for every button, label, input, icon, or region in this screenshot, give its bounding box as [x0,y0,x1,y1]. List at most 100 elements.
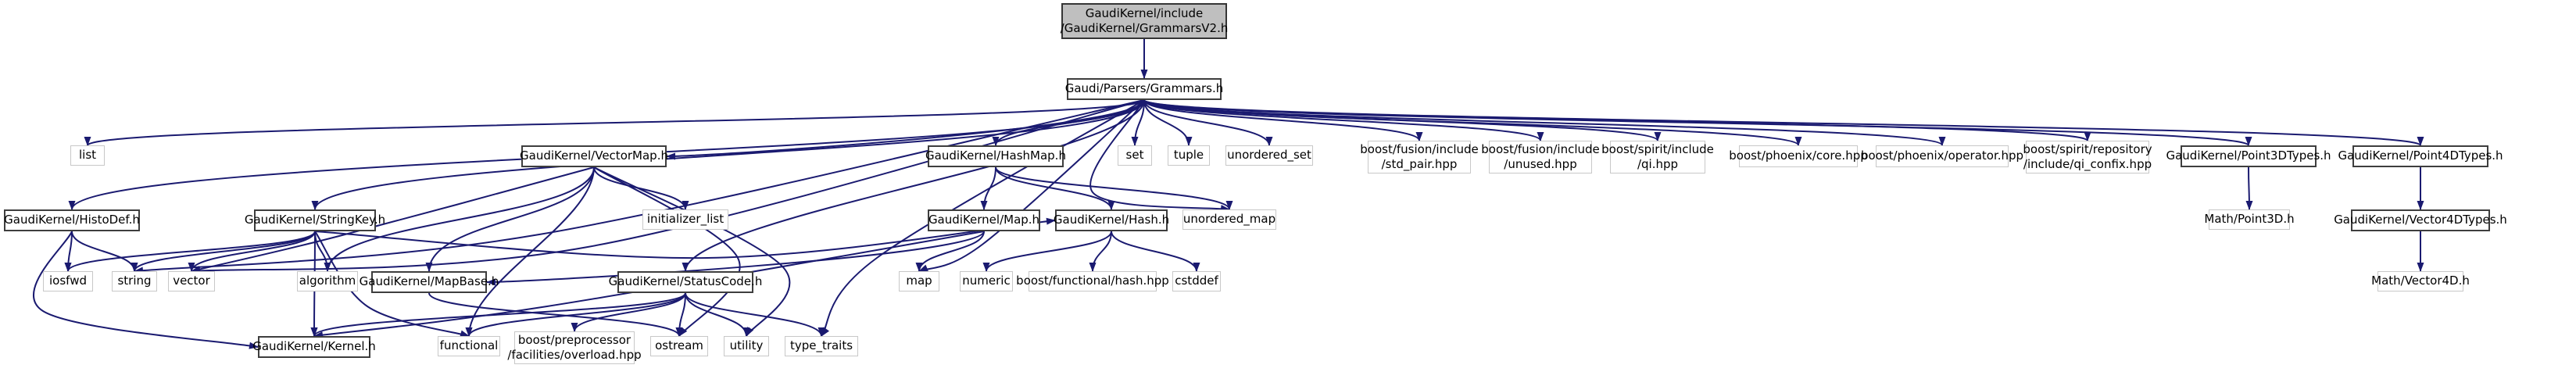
edge-grammars-to-string [134,99,1145,274]
edge-hash_h-to-hashhpp [1089,231,1112,272]
graph-node-label: GaudiKernel/MapBase.h [359,274,499,289]
graph-node-label: boost/phoenix/operator.hpp [1860,148,2024,163]
graph-node-label: map [906,274,932,288]
edge-grammars-to-tuple [1143,99,1193,146]
graph-node-uset: unordered_set [1225,145,1313,166]
edge-grammars-to-stdpair [1143,99,1423,141]
edge-grammars-to-uset [1143,99,1273,146]
graph-node-label: tuple [1173,148,1204,163]
edge-hashmap-to-umap [995,166,1233,210]
edge-vectormap-to-ostream [593,166,741,337]
graph-node-label: boost/spirit/repository /include/qi_conf… [2023,141,2152,171]
graph-node-label: list [78,148,97,163]
graph-node-label: GaudiKernel/Point3DTypes.h [2166,148,2331,163]
graph-node-iosfwd: iosfwd [43,271,93,292]
graph-node-algorithm: algorithm [297,271,358,292]
graph-node-point3d[interactable]: GaudiKernel/Point3DTypes.h [2166,145,2331,167]
edge-grammars-to-qi [1143,99,1662,141]
graph-node-preproc: boost/preprocessor /facilities/overload.… [507,331,642,364]
edge-grammars-to-statuscode [682,99,1145,272]
edge-grammars-to-map [918,99,1145,272]
graph-node-unused: boost/fusion/include /unused.hpp [1481,141,1600,173]
graph-node-label: type_traits [789,338,853,353]
edge-hashmap-to-hash_h [995,166,1115,210]
edge-grammars-to-unused [1143,99,1544,141]
graph-node-label: set [1125,148,1144,163]
graph-node-label: Gaudi/Parsers/Grammars.h [1064,81,1224,96]
edge-grammars-to-vector [191,99,1145,274]
graph-node-list: list [70,145,105,166]
graph-node-label: GaudiKernel/Map.h [928,213,1040,227]
graph-node-label: unordered_set [1227,148,1311,163]
edge-hashmap-to-map_h [980,166,996,210]
graph-node-set: set [1118,145,1152,166]
edge-vectormap-to-utility [593,166,791,337]
graph-node-qiconfix: boost/spirit/repository /include/qi_conf… [2023,141,2152,173]
graph-node-label: GaudiKernel/StringKey.h [244,213,386,227]
graph-node-cstddef: cstddef [1172,271,1221,292]
graph-node-label: ostream [655,338,703,353]
edge-vectormap-to-functional [465,166,595,337]
graph-node-label: utility [729,338,764,353]
graph-node-hashhpp: boost/functional/hash.hpp [1016,271,1169,292]
graph-node-label: vector [173,274,210,288]
edge-hash_h-to-numeric [982,231,1112,272]
graph-node-mathv4d: Math/Vector4D.h [2371,271,2470,292]
graph-node-label: GaudiKernel/HistoDef.h [4,213,140,227]
graph-node-map_h[interactable]: GaudiKernel/Map.h [928,209,1040,231]
graph-node-label: algorithm [299,274,356,288]
graph-node-label: boost/fusion/include /unused.hpp [1481,141,1600,171]
edge-stringkey-to-string [131,231,316,272]
graph-node-histodef[interactable]: GaudiKernel/HistoDef.h [4,209,140,231]
graph-node-stringkey[interactable]: GaudiKernel/StringKey.h [245,209,385,231]
graph-node-point4d[interactable]: GaudiKernel/Point4DTypes.h [2338,145,2503,167]
edge-statuscode-to-utility [685,292,750,337]
edge-grammars-to-point3d [1143,99,2252,146]
graph-node-hash_h[interactable]: GaudiKernel/Hash.h [1053,209,1170,231]
edge-grammars-to-set [1131,99,1145,146]
edge-map_h-to-map [915,231,985,272]
graph-node-label: GaudiKernel/StatusCode.h [608,274,763,289]
edge-grammars-to-vectormap [666,99,1145,160]
graph-node-vectormap[interactable]: GaudiKernel/VectorMap.h [520,145,668,167]
graph-node-statuscode[interactable]: GaudiKernel/StatusCode.h [609,271,762,293]
edge-statuscode-to-typetraits [685,292,825,337]
graph-node-kernel[interactable]: GaudiKernel/Kernel.h [252,336,376,358]
graph-node-label: boost/functional/hash.hpp [1016,274,1169,288]
graph-node-label: GaudiKernel/Hash.h [1053,213,1170,227]
graph-node-label: boost/preprocessor /facilities/overload.… [507,332,642,362]
edge-stringkey-to-algorithm [314,231,331,272]
graph-node-vec4dt[interactable]: GaudiKernel/Vector4DTypes.h [2334,209,2507,231]
graph-node-numeric: numeric [960,271,1013,292]
graph-node-label: iosfwd [49,274,87,288]
graph-node-label: boost/spirit/include /qi.hpp [1601,141,1714,171]
graph-node-label: GaudiKernel/HashMap.h [925,148,1066,163]
graph-node-label: GaudiKernel/Point4DTypes.h [2338,148,2503,163]
graph-node-label: GaudiKernel/VectorMap.h [520,148,668,163]
graph-node-tuple: tuple [1168,145,1210,166]
graph-node-hashmap[interactable]: GaudiKernel/HashMap.h [925,145,1066,167]
graph-node-label: GaudiKernel/Kernel.h [252,339,376,354]
graph-node-string: string [112,271,157,292]
graph-node-functional: functional [438,336,500,356]
graph-node-grammars[interactable]: Gaudi/Parsers/Grammars.h [1064,78,1224,100]
edge-statuscode-to-functional [465,292,686,337]
graph-node-mathp3d: Math/Point3D.h [2204,209,2295,230]
graph-node-qi: boost/spirit/include /qi.hpp [1601,141,1714,173]
graph-node-label: GaudiKernel/include /GaudiKernel/Grammar… [1060,5,1229,35]
edge-stringkey-to-iosfwd [64,231,316,272]
edge-grammars-to-hashmap [992,99,1145,146]
graph-node-initlist: initializer_list [642,209,728,230]
graph-node-root: GaudiKernel/include /GaudiKernel/Grammar… [1060,3,1229,39]
edge-grammars-to-point4d [1143,99,2424,146]
edge-statuscode-to-kernel [310,292,686,337]
graph-node-label: numeric [962,274,1011,288]
graph-node-label: Math/Point3D.h [2204,212,2295,227]
graph-node-phxop: boost/phoenix/operator.hpp [1861,145,2023,167]
edge-vectormap-to-mapbase [425,166,595,272]
graph-node-stdpair: boost/fusion/include /std_pair.hpp [1360,141,1479,173]
graph-node-mapbase[interactable]: GaudiKernel/MapBase.h [360,271,499,293]
edge-statuscode-to-ostream [675,292,686,337]
